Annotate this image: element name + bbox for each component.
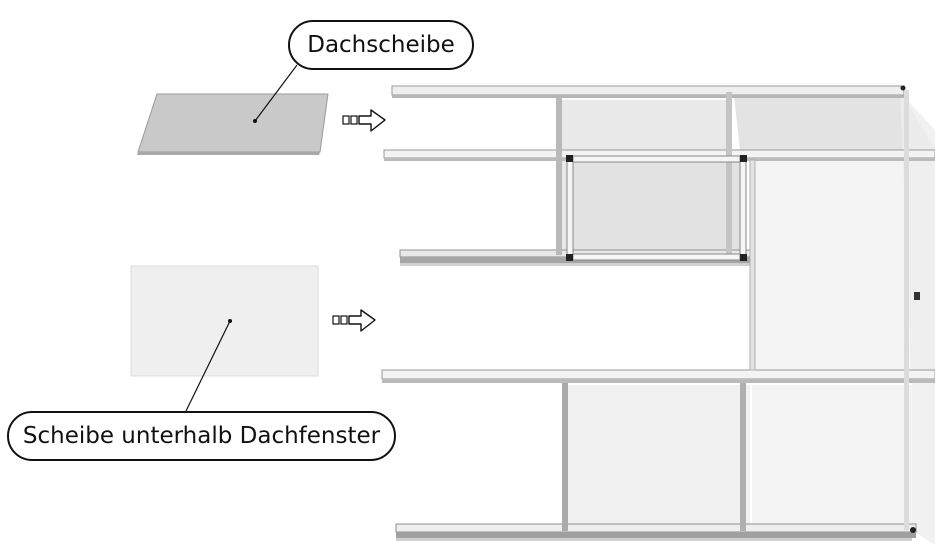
pane-below-window-illustration [130,265,319,377]
post-side-front [749,159,756,371]
post-upper-left [556,97,562,255]
corner-bolt-bottom [910,527,916,533]
corner-bolt-top [900,85,906,91]
leader-line-roof-pane [254,64,298,122]
glass-pane-lower-right [752,385,912,525]
post-lower-mid [740,383,746,531]
double-square-arrow-icon [342,109,386,132]
post-upper-mid [726,92,732,257]
post-lower-left [562,383,568,531]
rail-top [391,85,905,98]
roof-window-frame [566,155,747,261]
greenhouse-frame [381,85,935,545]
roof-pane-illustration [137,93,329,155]
rail-fourth [381,369,935,383]
label-pane-below-roof-window: Scheibe unterhalb Dachfenster [7,411,396,461]
leader-line-pane-below [185,320,231,412]
double-square-arrow-icon [332,309,376,332]
glass-pane-upper-right [734,92,935,160]
glass-pane-lower-left [565,385,750,525]
post-end [904,90,909,530]
latch-handle [914,292,920,300]
glass-pane-side [750,158,935,380]
roof-window-glass [572,162,742,255]
label-roof-pane: Dachscheibe [288,20,474,70]
rail-bottom [395,523,917,541]
